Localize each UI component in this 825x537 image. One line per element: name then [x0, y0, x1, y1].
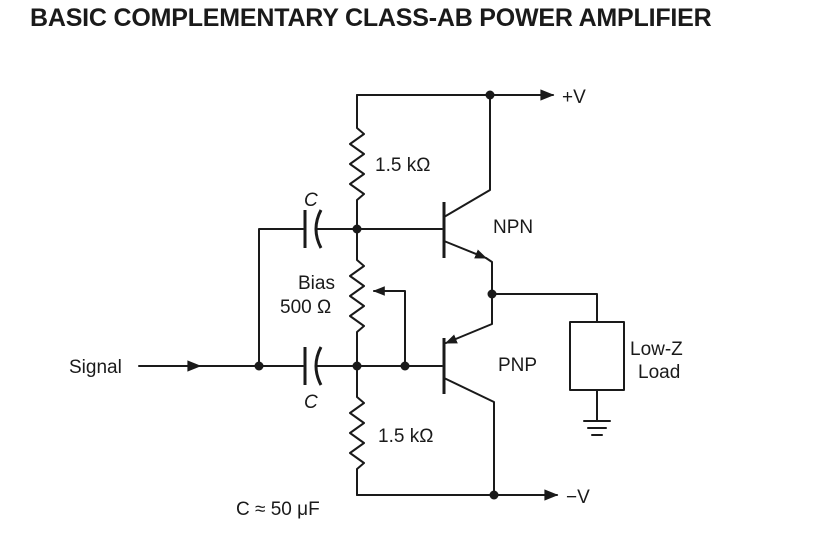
diagram-title: BASIC COMPLEMENTARY CLASS-AB POWER AMPLI… — [30, 4, 712, 32]
ground-icon — [583, 420, 611, 436]
npn-label: NPN — [493, 217, 533, 238]
load-label-line2: Load — [638, 362, 680, 383]
signal-label: Signal — [69, 357, 122, 378]
bias-name-label: Bias — [298, 273, 335, 294]
cap-value-note: C ≈ 50 μF — [236, 499, 320, 520]
npn-transistor — [442, 94, 493, 295]
vminus-label: −V — [566, 487, 590, 508]
load — [491, 293, 625, 421]
positive-rail — [356, 89, 555, 101]
resistor-top-label: 1.5 kΩ — [375, 155, 430, 176]
bias-value-label: 500 Ω — [280, 297, 331, 318]
pnp-transistor — [442, 293, 495, 496]
junction-dot — [352, 361, 362, 371]
load-box — [569, 321, 625, 391]
junction-dot — [400, 361, 410, 371]
cap-bottom-label: C — [304, 392, 318, 413]
negative-rail — [356, 489, 559, 501]
vplus-label: +V — [562, 87, 586, 108]
pnp-label: PNP — [498, 355, 537, 376]
load-label-line1: Low-Z — [630, 339, 683, 360]
resistor-top — [349, 94, 365, 230]
bias-potentiometer — [349, 228, 406, 367]
capacitor-top — [258, 209, 358, 367]
junction-dot — [352, 224, 362, 234]
resistor-bottom — [349, 365, 365, 496]
cap-top-label: C — [304, 190, 318, 211]
resistor-bottom-label: 1.5 kΩ — [378, 426, 433, 447]
capacitor-bottom — [258, 346, 358, 386]
